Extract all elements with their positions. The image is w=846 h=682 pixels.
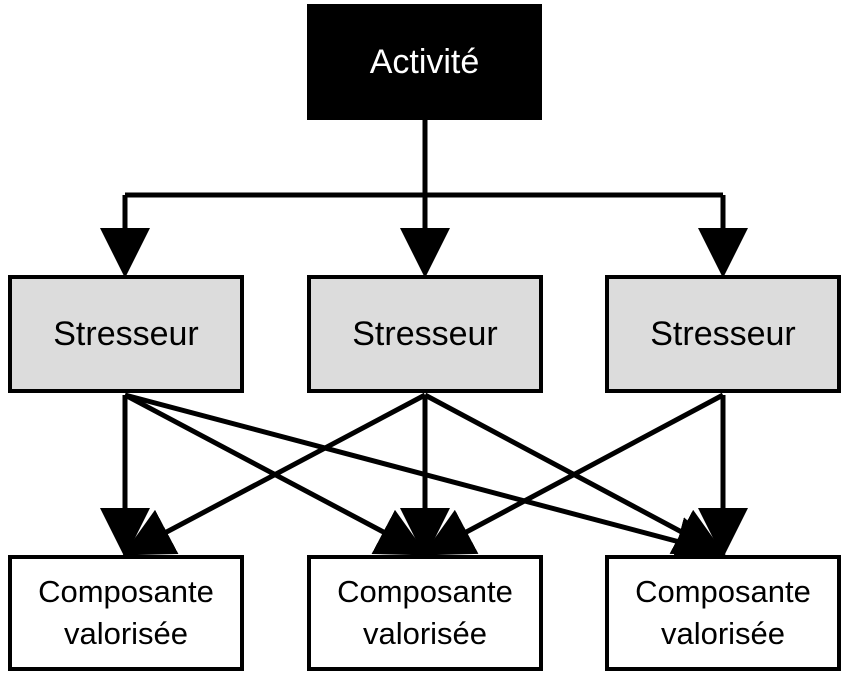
- stressor-label: Stresseur: [53, 314, 199, 353]
- stressor-label: Stresseur: [650, 314, 796, 353]
- component-label-line-2: valorisée: [660, 616, 786, 651]
- stressor-label: Stresseur: [352, 314, 498, 353]
- activity-box: Activité: [307, 4, 542, 120]
- component-box-3: Composante valorisée: [605, 555, 841, 671]
- arrow-stressor-3-to-component-2: [422, 392, 725, 556]
- stressor-box-1: Stresseur: [8, 275, 244, 393]
- component-label-line-1: Composante: [337, 574, 513, 609]
- component-box-2: Composante valorisée: [307, 555, 543, 671]
- component-label-line-1: Composante: [38, 574, 214, 609]
- component-box-1: Composante valorisée: [8, 555, 244, 671]
- component-label-line-2: valorisée: [362, 616, 488, 651]
- component-label-line-1: Composante: [635, 574, 811, 609]
- component-label-line-2: valorisée: [63, 616, 189, 651]
- stressor-box-2: Stresseur: [307, 275, 543, 393]
- stressor-box-3: Stresseur: [605, 275, 841, 393]
- activity-label: Activité: [369, 42, 480, 81]
- arrow-stressor-2-to-component-1: [122, 392, 427, 556]
